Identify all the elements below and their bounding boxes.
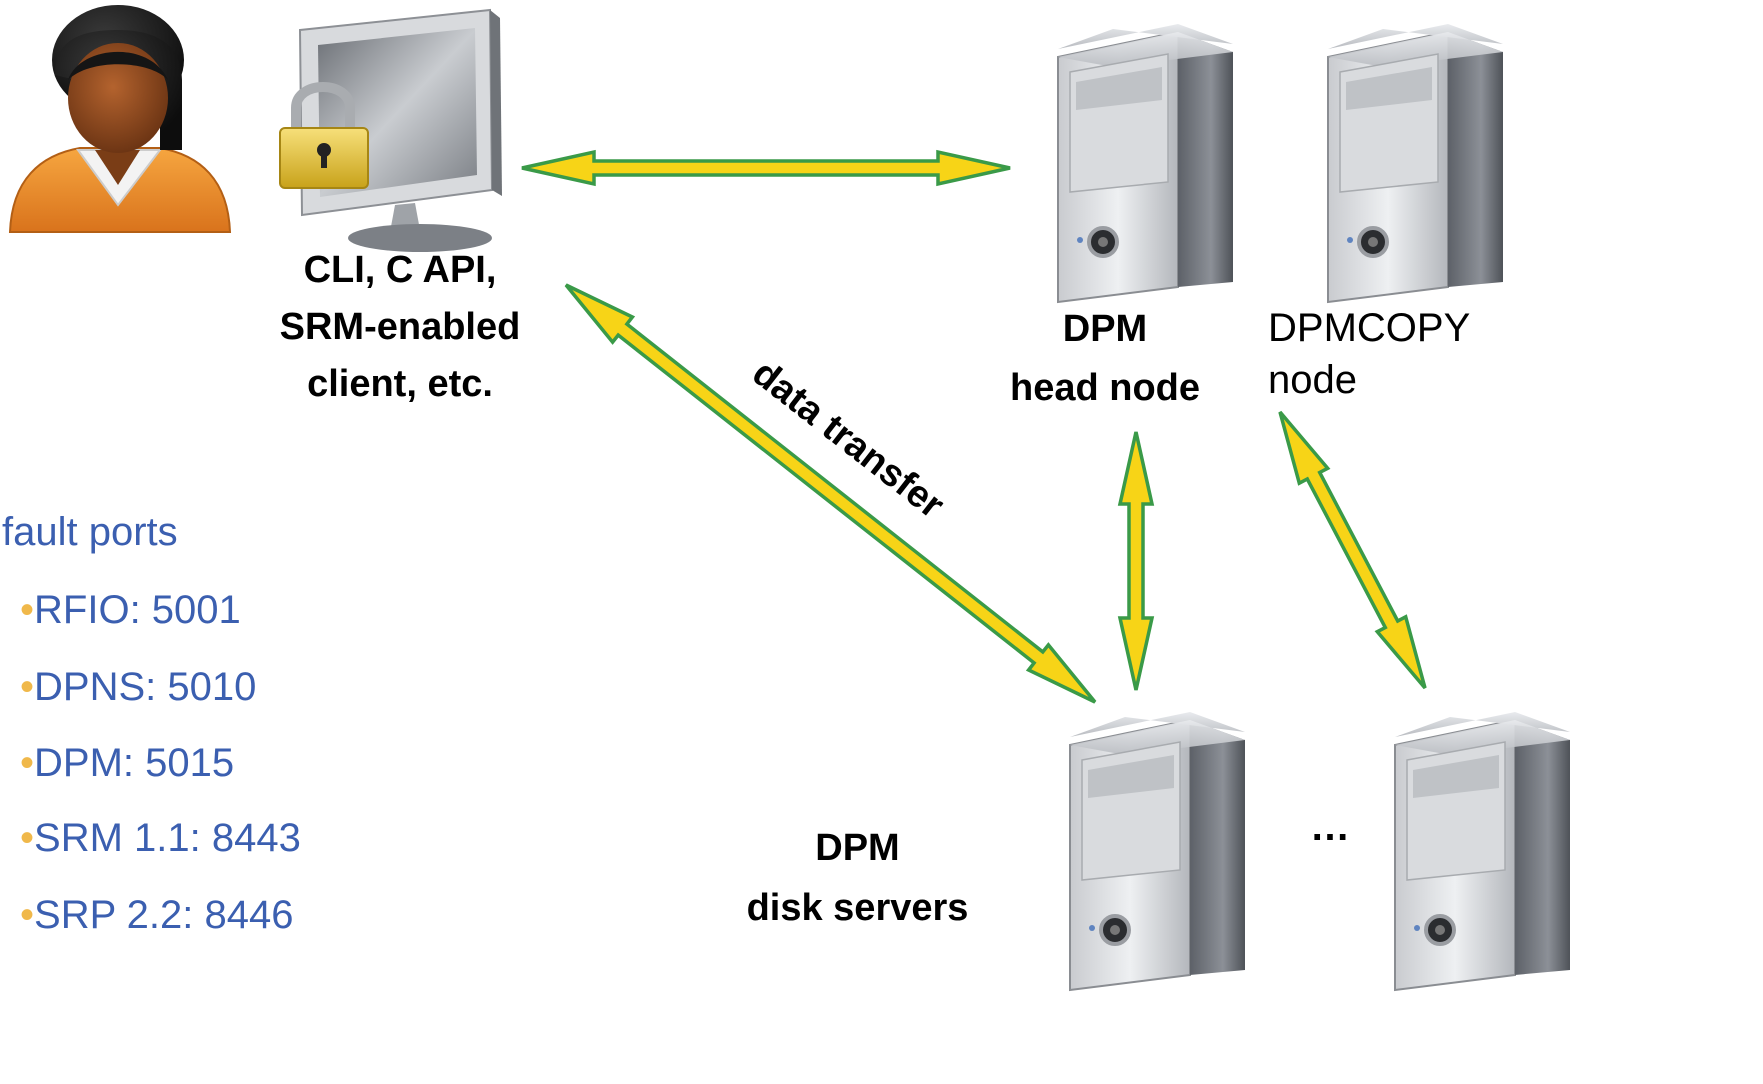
head-node-server-icon <box>1056 22 1235 304</box>
client-label-line1: CLI, C API, <box>303 249 497 291</box>
port-item: •RFIO: 5001 <box>20 588 241 633</box>
bullet-icon: • <box>20 741 35 785</box>
disk-servers-label-line2: disk servers <box>746 887 969 929</box>
port-item: •SRM 1.1: 8443 <box>20 816 301 861</box>
client-headnode-arrow <box>521 149 1011 187</box>
headnode-diskserver-arrow <box>1117 431 1155 691</box>
disk-server-2-icon <box>1393 710 1572 992</box>
user-icon <box>8 5 232 233</box>
more-servers-ellipsis: … <box>1310 805 1350 849</box>
dpmcopy-label: DPMCOPY node <box>1268 302 1470 406</box>
port-item: •DPNS: 5010 <box>20 665 256 710</box>
head-node-label: DPM head node <box>980 300 1230 418</box>
client-label-line2: SRM-enabled <box>279 306 521 348</box>
port-text: DPM: 5015 <box>34 741 235 785</box>
data-transfer-arrow <box>564 283 1097 704</box>
dpmcopy-server-icon <box>1326 22 1505 304</box>
bullet-icon: • <box>20 816 35 860</box>
lock-icon <box>279 82 369 189</box>
bullet-icon: • <box>20 893 35 937</box>
disk-server-1-icon <box>1068 710 1247 992</box>
client-label-line3: client, etc. <box>307 363 493 405</box>
port-text: DPNS: 5010 <box>34 665 257 709</box>
disk-servers-label: DPM disk servers <box>720 818 995 938</box>
client-label: CLI, C API, SRM-enabled client, etc. <box>250 242 550 413</box>
port-text: RFIO: 5001 <box>34 588 241 632</box>
head-node-label-line2: head node <box>1009 367 1201 409</box>
head-node-label-line1: DPM <box>1062 308 1148 350</box>
dpmcopy-diskserver-arrow <box>1278 410 1427 690</box>
bullet-icon: • <box>20 588 35 632</box>
ports-heading: fault ports <box>2 510 178 554</box>
disk-servers-label-line1: DPM <box>815 827 900 869</box>
port-text: SRM 1.1: 8443 <box>34 816 301 860</box>
port-text: SRP 2.2: 8446 <box>34 893 294 937</box>
dpmcopy-label-line2: node <box>1268 358 1357 402</box>
bullet-icon: • <box>20 665 35 709</box>
port-item: •DPM: 5015 <box>20 741 234 786</box>
port-item: •SRP 2.2: 8446 <box>20 893 293 938</box>
dpmcopy-label-line1: DPMCOPY <box>1268 306 1471 350</box>
